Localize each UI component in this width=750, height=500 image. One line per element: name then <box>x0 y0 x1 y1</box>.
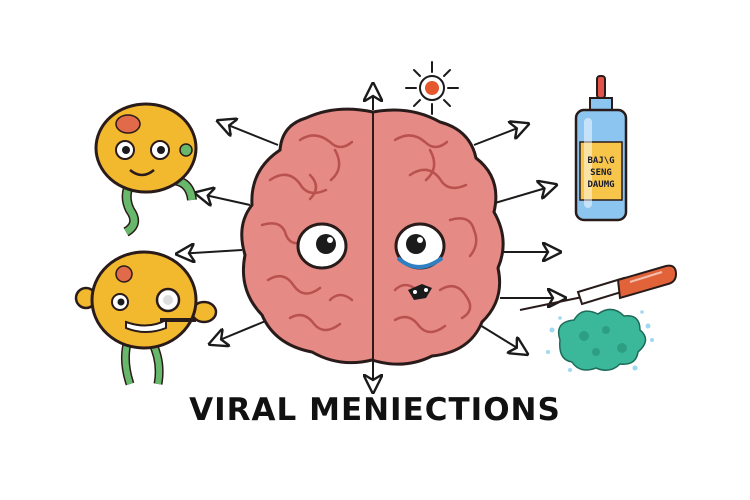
brain-right-eye <box>394 222 446 270</box>
arrow-right-1 <box>494 185 556 204</box>
brain-mouth <box>408 284 432 300</box>
virus-sun-icon <box>405 61 459 115</box>
germ-icon <box>74 250 218 386</box>
bottle-icon: BAJ\G SENG DAUMG <box>574 75 628 222</box>
brain-left-eye <box>296 222 348 270</box>
arrow-lower-right <box>474 321 527 354</box>
arrow-upper-right <box>473 124 528 146</box>
arrow-left-2 <box>177 250 243 254</box>
arrow-left-1 <box>196 193 251 205</box>
spore-cluster-icon <box>546 308 654 372</box>
bottle-label-line-3: DAUMG <box>587 180 614 190</box>
bottle-label-line-1: BAJ\G <box>587 156 614 166</box>
microbe-icon <box>94 102 198 237</box>
diagram-caption: VIRAL MENIECTIONS <box>189 392 561 428</box>
brain-icon <box>240 107 505 366</box>
syringe-icon <box>519 264 678 311</box>
arrow-lower-left <box>210 319 269 344</box>
arrow-upper-left <box>218 121 279 146</box>
bottle-label-line-2: SENG <box>590 168 612 178</box>
arrows <box>177 84 565 392</box>
